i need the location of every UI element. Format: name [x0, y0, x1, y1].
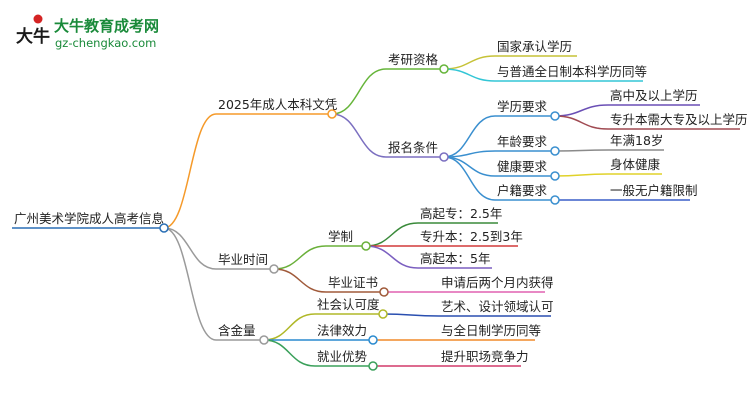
collapse-toggle-icon-0-1-2[interactable]: [550, 171, 560, 181]
logo-seal-icon: [33, 14, 43, 24]
edge-0-0-to-0-0-0: [443, 55, 496, 70]
edge-0-1-2-to-0-1-2-0: [554, 173, 609, 177]
collapse-toggle-icon-0-1-1[interactable]: [550, 146, 560, 156]
node-label-0-1-1: 年龄要求: [497, 134, 548, 149]
collapse-toggle-icon-1-0[interactable]: [361, 241, 371, 251]
edge-0-1-0-to-0-1-0-1: [554, 115, 609, 130]
node-label-2-1-0: 与全日制学历同等: [441, 323, 541, 338]
node-label-2-2: 就业优势: [317, 349, 368, 364]
edge-0-1-to-0-1-0: [443, 115, 496, 158]
collapse-toggle-icon-1[interactable]: [269, 264, 279, 274]
edge-2-0-to-2-0-0: [382, 313, 440, 317]
edge-0-1-to-0-1-3: [443, 156, 496, 201]
logo-glyph: 大牛: [16, 26, 50, 47]
edge-0-1-to-0-1-2: [443, 156, 496, 177]
edge-1-to-1-0: [273, 245, 327, 270]
collapse-toggle-icon-0-1-3[interactable]: [550, 195, 560, 205]
node-label-0-1-3: 户籍要求: [497, 183, 548, 198]
node-label-0-1-0-0: 高中及以上学历: [610, 88, 698, 103]
node-label-1: 毕业时间: [218, 252, 268, 267]
site-logo: 大牛 大牛教育成考网 gz-chengkao.com: [16, 14, 159, 50]
collapse-toggle-icon-2-2[interactable]: [368, 361, 378, 371]
collapse-toggle-icon-1-1[interactable]: [379, 287, 389, 297]
node-label-0-1-0: 学历要求: [497, 99, 548, 114]
collapse-toggle-icon-2-0[interactable]: [378, 309, 388, 319]
collapse-toggle-icon-2[interactable]: [259, 335, 269, 345]
edge-2-to-2-0: [263, 313, 316, 341]
node-label-0-0: 考研资格: [388, 52, 439, 67]
collapse-toggle-icon-0[interactable]: [327, 109, 337, 119]
edge-2-to-2-2: [263, 339, 316, 367]
node-label-2: 含金量: [218, 323, 256, 338]
logo-site-name: 大牛教育成考网: [54, 17, 159, 35]
node-label-1-0: 学制: [328, 229, 353, 244]
edge-0-to-0-1: [331, 113, 387, 158]
edge-0-to-0-0: [331, 68, 387, 115]
collapse-toggle-icon-2-1[interactable]: [368, 335, 378, 345]
collapse-toggle-icon-0-0[interactable]: [439, 64, 449, 74]
edge-root-to-2: [163, 227, 217, 341]
node-label-0-0-0: 国家承认学历: [497, 39, 572, 54]
collapse-toggle-icon-0-1-0[interactable]: [550, 111, 560, 121]
node-label-0: 2025年成人本科文凭: [218, 97, 338, 112]
edge-0-0-to-0-0-1: [443, 68, 496, 82]
collapse-toggle-icon-root[interactable]: [159, 223, 169, 233]
edge-1-0-to-1-0-2: [365, 245, 419, 269]
logo-site-url: gz-chengkao.com: [55, 36, 156, 50]
edge-0-1-1-to-0-1-1-0: [554, 149, 609, 152]
edge-0-1-to-0-1-1: [443, 150, 496, 158]
node-label-0-1: 报名条件: [388, 140, 438, 155]
edge-0-1-0-to-0-1-0-0: [554, 104, 609, 117]
node-label-1-0-2: 高起本：5年: [420, 251, 490, 266]
node-label-1-0-1: 专升本：2.5到3年: [420, 229, 523, 244]
root-node-label: 广州美术学院成人高考信息: [14, 211, 164, 226]
edge-root-to-1: [163, 227, 217, 270]
edge-1-to-1-1: [273, 268, 327, 293]
node-label-1-0-0: 高起专：2.5年: [420, 206, 502, 221]
mind-map-edges: [12, 55, 740, 367]
node-label-0-1-0-1: 专升本需大专及以上学历: [610, 112, 748, 127]
collapse-toggle-icon-0-1[interactable]: [439, 152, 449, 162]
node-label-0-0-1: 与普通全日制本科学历同等: [497, 64, 647, 79]
edge-root-to-0: [163, 113, 217, 229]
node-label-1-1: 毕业证书: [328, 275, 378, 290]
node-label-0-1-2-0: 身体健康: [610, 157, 661, 172]
mind-map-nodes: 广州美术学院成人高考信息 2025年成人本科文凭 考研资格 国家承认学历与普通全日制本…: [14, 39, 748, 371]
node-label-2-2-0: 提升职场竞争力: [441, 349, 529, 364]
node-label-0-1-2: 健康要求: [497, 159, 548, 174]
node-label-0-1-3-0: 一般无户籍限制: [610, 183, 698, 198]
node-label-2-0: 社会认可度: [317, 297, 380, 312]
node-label-2-1: 法律效力: [317, 323, 367, 338]
node-label-2-0-0: 艺术、设计领域认可: [441, 299, 554, 314]
edge-1-0-to-1-0-0: [365, 222, 419, 247]
node-label-1-1-0: 申请后两个月内获得: [441, 275, 554, 290]
node-label-0-1-1-0: 年满18岁: [610, 133, 663, 148]
